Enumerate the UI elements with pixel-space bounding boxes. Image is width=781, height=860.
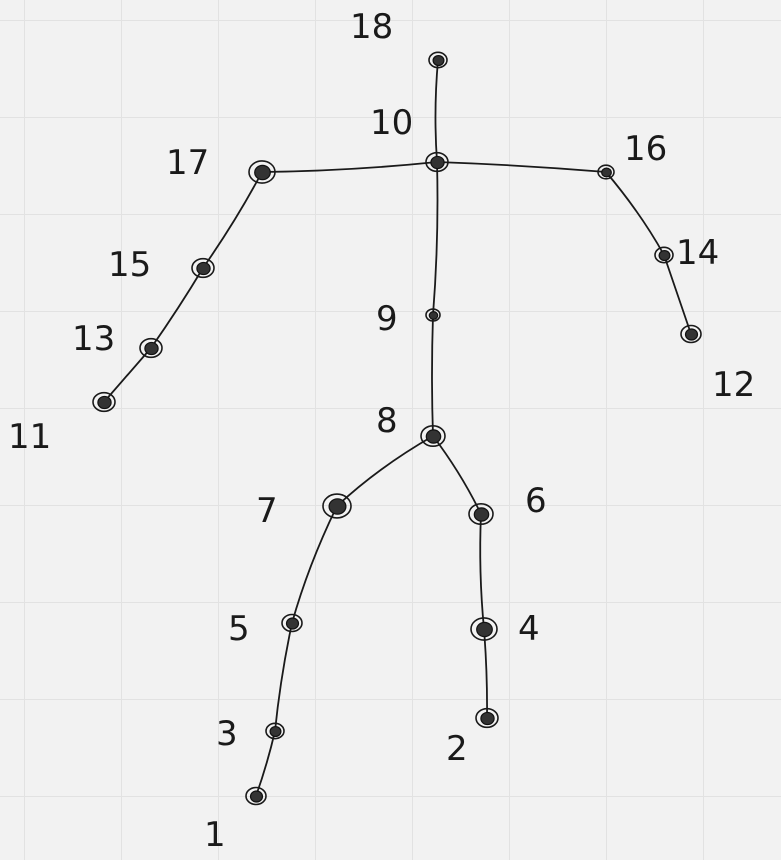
joint-16 xyxy=(597,164,615,180)
bone-15-13 xyxy=(150,267,204,349)
joint-ring-10 xyxy=(425,151,449,173)
joint-core-14 xyxy=(658,249,671,262)
joint-core-1 xyxy=(249,790,264,803)
joint-label-4: 4 xyxy=(518,609,540,649)
joint-core-7 xyxy=(328,498,347,515)
joint-18 xyxy=(428,51,448,69)
bone-8-6 xyxy=(432,435,482,515)
joint-ring-5 xyxy=(281,613,303,633)
joint-ring-17 xyxy=(248,160,276,184)
joint-ring-12 xyxy=(680,324,702,344)
joint-core-4 xyxy=(476,621,493,638)
joint-5 xyxy=(281,613,303,633)
joint-label-6: 6 xyxy=(525,481,547,521)
joint-7 xyxy=(322,493,352,519)
joint-label-2: 2 xyxy=(446,729,468,769)
joint-label-13: 13 xyxy=(72,319,115,359)
joints-layer xyxy=(92,51,702,806)
joint-core-5 xyxy=(285,617,300,630)
joint-ring-11 xyxy=(92,391,116,413)
bone-16-14 xyxy=(605,171,665,256)
joint-6 xyxy=(468,502,494,525)
joint-ring-3 xyxy=(265,722,285,740)
joint-17 xyxy=(248,160,276,184)
joint-1 xyxy=(245,786,267,806)
bone-3-1 xyxy=(255,730,276,797)
joint-label-15: 15 xyxy=(108,245,151,285)
bone-18-10 xyxy=(434,59,439,163)
joint-14 xyxy=(654,246,674,264)
joint-15 xyxy=(191,257,215,279)
joint-label-5: 5 xyxy=(228,609,250,649)
joint-ring-4 xyxy=(470,617,498,641)
joint-core-10 xyxy=(430,155,445,170)
joint-label-7: 7 xyxy=(256,491,278,531)
bone-7-5 xyxy=(291,505,338,624)
joint-core-13 xyxy=(144,341,159,356)
joint-label-9: 9 xyxy=(376,299,398,339)
joint-12 xyxy=(680,324,702,344)
joint-11 xyxy=(92,391,116,413)
joint-ring-18 xyxy=(428,51,448,69)
bone-6-4 xyxy=(479,513,485,630)
joint-ring-2 xyxy=(475,707,499,729)
joint-10 xyxy=(425,151,449,173)
joint-core-16 xyxy=(601,167,612,178)
joint-core-17 xyxy=(254,164,271,181)
bone-10-17 xyxy=(261,161,438,173)
joint-ring-13 xyxy=(139,337,163,359)
joint-ring-1 xyxy=(245,786,267,806)
joint-ring-9 xyxy=(425,308,441,322)
bone-10-9 xyxy=(432,161,439,316)
bone-5-3 xyxy=(274,622,293,732)
joint-ring-15 xyxy=(191,257,215,279)
joint-13 xyxy=(139,337,163,359)
bone-10-16 xyxy=(436,161,607,173)
joint-core-12 xyxy=(684,328,699,341)
joint-2 xyxy=(475,707,499,729)
joint-label-18: 18 xyxy=(350,7,393,47)
bone-9-8 xyxy=(431,314,434,437)
joint-ring-8 xyxy=(420,424,446,447)
joint-label-11: 11 xyxy=(8,417,51,457)
joint-3 xyxy=(265,722,285,740)
bone-8-7 xyxy=(336,435,434,507)
joint-core-2 xyxy=(480,711,495,726)
joint-core-18 xyxy=(432,54,445,67)
joint-label-16: 16 xyxy=(624,129,667,169)
joint-core-11 xyxy=(97,395,112,410)
joint-core-15 xyxy=(196,261,211,276)
joint-core-6 xyxy=(473,507,490,522)
joint-label-10: 10 xyxy=(370,103,413,143)
joint-label-12: 12 xyxy=(712,365,755,405)
joint-8 xyxy=(420,424,446,447)
bone-4-2 xyxy=(483,628,488,719)
joint-9 xyxy=(425,308,441,322)
joint-ring-14 xyxy=(654,246,674,264)
joint-label-1: 1 xyxy=(204,815,226,855)
joint-ring-6 xyxy=(468,502,494,525)
joint-label-3: 3 xyxy=(216,714,238,754)
joint-core-8 xyxy=(425,429,442,444)
joint-core-9 xyxy=(428,311,439,320)
joint-label-8: 8 xyxy=(376,401,398,441)
joint-ring-7 xyxy=(322,493,352,519)
joint-label-14: 14 xyxy=(676,233,719,273)
joint-ring-16 xyxy=(597,164,615,180)
joint-label-17: 17 xyxy=(166,143,209,183)
joint-core-3 xyxy=(269,725,282,738)
joint-4 xyxy=(470,617,498,641)
bone-17-15 xyxy=(202,171,263,269)
